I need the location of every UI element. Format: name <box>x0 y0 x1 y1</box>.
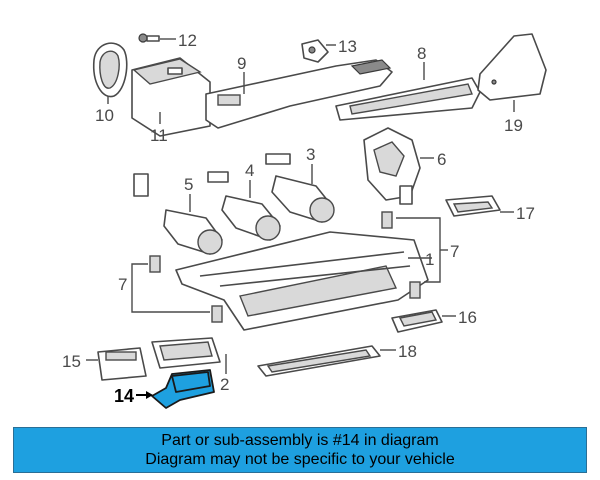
part-18-rail[interactable] <box>257 345 396 377</box>
callout-14[interactable]: 14 <box>114 386 134 406</box>
callout-16[interactable]: 16 <box>458 308 477 327</box>
part-14-highlighted[interactable] <box>136 369 215 409</box>
part-11-trim[interactable] <box>131 57 211 137</box>
callout-10[interactable]: 10 <box>95 106 114 125</box>
callout-9[interactable]: 9 <box>237 54 246 73</box>
callout-3[interactable]: 3 <box>306 145 315 164</box>
part-5-motor[interactable] <box>133 173 223 255</box>
callout-11[interactable]: 11 <box>150 126 168 145</box>
callout-7-right[interactable]: 7 <box>450 242 459 261</box>
callout-18[interactable]: 18 <box>398 342 417 361</box>
callout-19[interactable]: 19 <box>504 116 523 135</box>
callout-2[interactable]: 2 <box>220 375 229 394</box>
callout-7-left[interactable]: 7 <box>118 275 127 294</box>
info-banner: Part or sub-assembly is #14 in diagram D… <box>13 427 587 473</box>
banner-line-2: Diagram may not be specific to your vehi… <box>145 451 455 468</box>
part-13-bracket[interactable] <box>301 39 336 63</box>
callout-5[interactable]: 5 <box>184 175 193 194</box>
callout-1[interactable]: 1 <box>425 250 434 269</box>
part-1-frame[interactable] <box>175 231 432 331</box>
part-7-bolt-left[interactable] <box>131 255 223 323</box>
callout-8[interactable]: 8 <box>417 44 426 63</box>
callout-12[interactable]: 12 <box>178 31 197 50</box>
part-16-bracket[interactable] <box>391 309 456 333</box>
callout-6[interactable]: 6 <box>437 150 446 169</box>
part-3-motor[interactable] <box>265 153 335 223</box>
part-15-connector[interactable] <box>86 347 147 381</box>
parts-diagram: 10 12 11 9 13 8 19 <box>62 31 547 409</box>
callout-13[interactable]: 13 <box>338 37 357 56</box>
callout-17[interactable]: 17 <box>516 204 535 223</box>
part-8-trim[interactable] <box>335 62 481 121</box>
part-17-block[interactable] <box>445 195 514 217</box>
part-9-rail[interactable] <box>205 59 393 129</box>
part-10-cover[interactable] <box>92 42 128 104</box>
part-2-module[interactable] <box>151 337 227 374</box>
banner-line-1: Part or sub-assembly is #14 in diagram <box>161 432 439 449</box>
part-4-motor[interactable] <box>207 171 281 241</box>
part-6-bracket[interactable] <box>363 127 434 205</box>
part-12-screw[interactable] <box>138 33 176 43</box>
callout-4[interactable]: 4 <box>245 161 254 180</box>
part-7-bolt-right[interactable] <box>381 211 448 299</box>
callout-15[interactable]: 15 <box>62 352 81 371</box>
part-19-endcover[interactable] <box>477 33 547 112</box>
